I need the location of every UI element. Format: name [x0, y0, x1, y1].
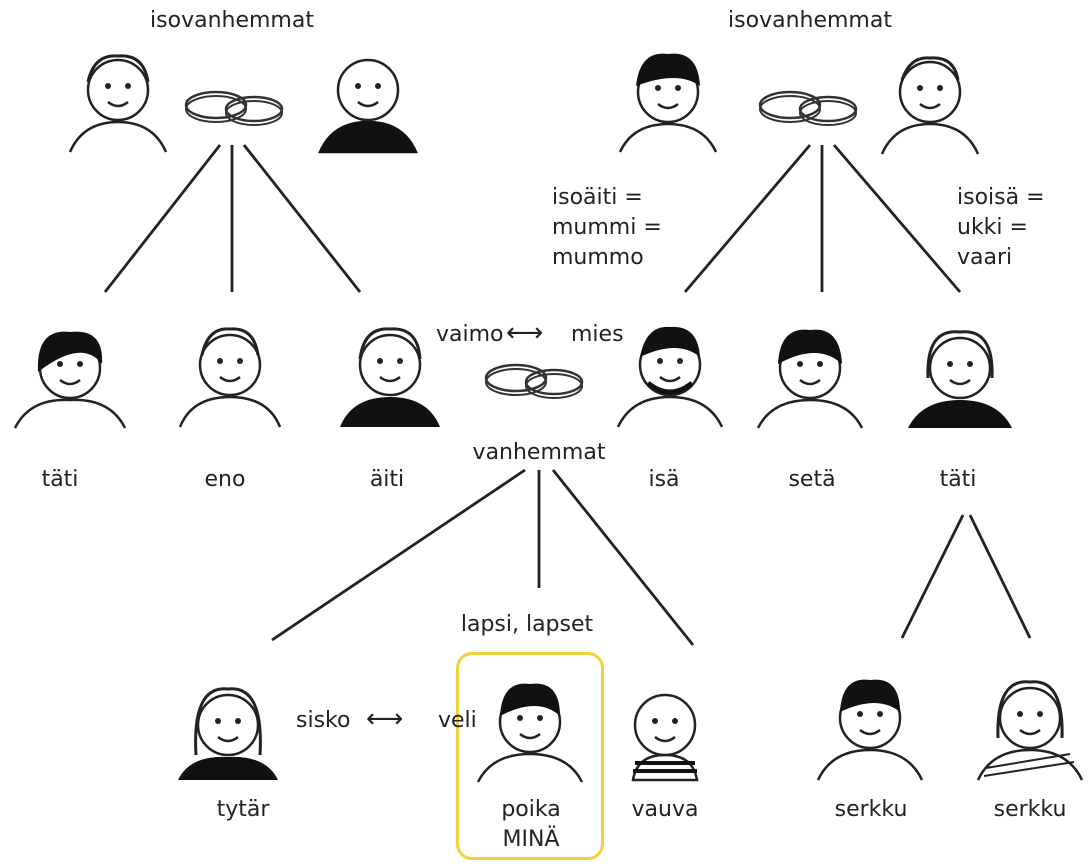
rings-icon-parents	[484, 363, 584, 400]
eno-label: eno	[204, 467, 246, 492]
child-label: lapsi, lapset	[460, 612, 594, 637]
grandmother-right-icon	[618, 53, 718, 153]
grandparents-left-label: isovanhemmat	[150, 8, 314, 33]
parents-label: vanhemmat	[472, 440, 606, 465]
veli-label: veli	[438, 708, 477, 733]
mother-icon	[340, 327, 440, 427]
uncle-seta-icon	[756, 329, 864, 429]
connector-lines	[103, 144, 1032, 646]
tati-left-label: täti	[41, 467, 79, 492]
grandmother-left-icon	[68, 54, 168, 153]
poika-label: poika	[501, 797, 561, 822]
grandfather-terms-label: isoisä = ukki = vaari	[957, 185, 1045, 270]
rings-icon-left	[184, 90, 284, 127]
son-mina-icon	[476, 683, 584, 783]
grandparents-right-label: isovanhemmat	[728, 8, 892, 33]
uncle-eno-icon	[178, 327, 282, 428]
tytar-label: tytär	[216, 797, 270, 822]
tati-right-label: täti	[939, 467, 977, 492]
grandfather-right-icon	[880, 56, 980, 155]
daughter-icon	[178, 687, 278, 780]
mina-highlight-box	[456, 652, 604, 860]
grandfather-left-icon	[318, 58, 418, 154]
father-icon	[616, 326, 724, 428]
mies-label: mies	[571, 322, 624, 347]
vauva-label: vauva	[631, 797, 699, 822]
arrow-icon-spouse: ⟷	[506, 318, 544, 348]
vaimo-label: vaimo	[436, 322, 504, 347]
cousin-1-icon	[816, 679, 924, 781]
cousin-2-icon	[976, 680, 1084, 781]
mina-label: MINÄ	[502, 827, 560, 852]
serkku-2-label: serkku	[993, 797, 1067, 822]
aiti-label: äiti	[369, 467, 405, 492]
baby-icon	[631, 693, 699, 782]
arrow-icon-siblings: ⟷	[366, 704, 404, 734]
aunt-left-icon	[13, 331, 127, 429]
sisko-label: sisko	[296, 708, 351, 733]
rings-icon-right	[758, 90, 858, 127]
aunt-right-icon	[908, 330, 1012, 428]
grandmother-terms-label: isoäiti = mummi = mummo	[552, 185, 662, 270]
serkku-1-label: serkku	[834, 797, 908, 822]
isa-label: isä	[648, 467, 680, 492]
seta-label: setä	[788, 467, 836, 492]
